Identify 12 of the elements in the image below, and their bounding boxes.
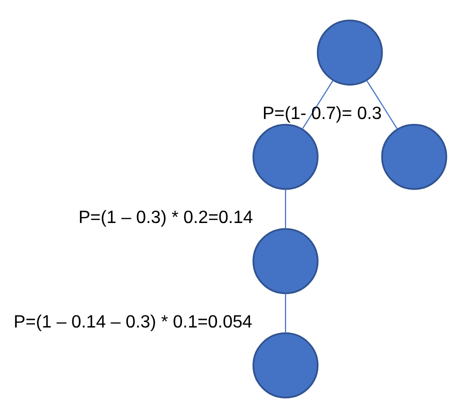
node-circle [252, 332, 319, 398]
node-label: P=(1 – 0.3) * 0.2=0.14 [78, 206, 253, 227]
node-circle [252, 228, 319, 294]
node-label: P=(1- 0.7)= 0.3 [262, 102, 382, 122]
node-label: P=(1 – 0.14 – 0.3) * 0.1=0.054 [14, 310, 252, 331]
node-circle [252, 123, 319, 190]
connector [366, 80, 398, 129]
node-circle [381, 123, 448, 190]
node-circle [316, 19, 383, 86]
connector [284, 188, 286, 228]
connector [284, 292, 286, 332]
connector [302, 80, 334, 129]
